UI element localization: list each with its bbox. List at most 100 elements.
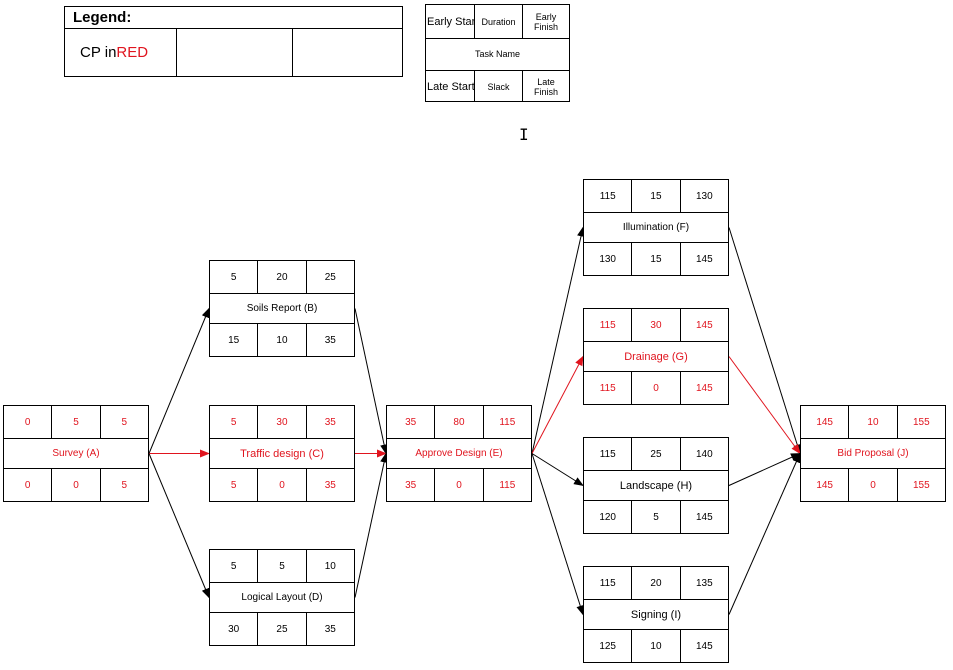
- task-name: Signing (I): [630, 608, 682, 621]
- slack-value: 15: [631, 243, 679, 275]
- arrow-a-to-d: [148, 453, 210, 599]
- early-start-value: 145: [816, 416, 833, 428]
- early-finish-value: 5: [99, 406, 148, 438]
- legend-cp-prefix: CP in: [80, 44, 117, 61]
- early-finish-value: 155: [896, 406, 945, 438]
- slack-value: 0: [848, 469, 896, 501]
- arrow-b-to-e: [354, 308, 389, 455]
- arrow-g-to-j: [728, 356, 801, 455]
- late-start-value: 125: [599, 640, 616, 652]
- late-start-value: 5: [230, 479, 237, 491]
- legend-title: Legend:: [65, 7, 402, 29]
- legend-critical-path-text: CP inRED: [65, 29, 176, 77]
- task-name: Drainage (G): [624, 350, 688, 363]
- early-start-value: 115: [599, 448, 616, 460]
- duration-value: 5: [51, 406, 99, 438]
- late-finish-value: 35: [305, 324, 354, 356]
- early-start-value: 115: [599, 319, 616, 331]
- duration-value: 30: [257, 406, 305, 438]
- task-name: Logical Layout (D): [241, 592, 323, 603]
- duration-value: 20: [257, 261, 305, 293]
- late-start-value: 115: [599, 382, 616, 394]
- arrow-e-to-f: [531, 226, 585, 454]
- late-start-value: 35: [405, 479, 417, 491]
- duration-value: 10: [848, 406, 896, 438]
- early-finish-value: 140: [679, 438, 728, 470]
- arrow-e-to-i: [531, 453, 585, 616]
- duration-value: 30: [631, 309, 679, 341]
- arrow-f-to-j: [728, 227, 802, 455]
- duration-value: 5: [257, 550, 305, 582]
- late-finish-value: 145: [679, 501, 728, 533]
- duration-value: 15: [631, 180, 679, 212]
- slack-value: 0: [257, 469, 305, 501]
- key-task-name: Task Name: [474, 49, 520, 59]
- duration-value: 80: [434, 406, 482, 438]
- arrow-e-to-g: [531, 355, 584, 454]
- arrow-e-to-h: [531, 453, 584, 487]
- late-finish-value: 35: [305, 613, 354, 645]
- early-start-value: 5: [230, 560, 237, 572]
- early-start-value: 115: [599, 190, 616, 202]
- late-finish-value: 145: [679, 630, 728, 662]
- task-name: Traffic design (C): [240, 447, 324, 460]
- key-early-finish: Early Finish: [522, 5, 569, 38]
- key-late-start: Late Start: [427, 80, 474, 93]
- early-finish-value: 130: [679, 180, 728, 212]
- duration-value: 20: [631, 567, 679, 599]
- key-slack: Slack: [474, 71, 522, 102]
- arrow-d-to-e: [354, 452, 389, 598]
- legend-box: Legend: CP inRED: [64, 6, 403, 77]
- slack-value: 10: [631, 630, 679, 662]
- task-name: Soils Report (B): [246, 303, 318, 314]
- late-start-value: 15: [228, 334, 240, 346]
- early-start-value: 0: [24, 416, 31, 428]
- task-name: Illumination (F): [622, 222, 690, 233]
- early-finish-value: 10: [305, 550, 354, 582]
- arrow-h-to-j: [728, 453, 801, 486]
- task-name: Landscape (H): [619, 479, 693, 492]
- task-name: Bid Proposal (J): [837, 448, 909, 459]
- early-start-value: 5: [230, 416, 237, 428]
- early-finish-value: 135: [679, 567, 728, 599]
- late-finish-value: 35: [305, 469, 354, 501]
- early-finish-value: 145: [679, 309, 728, 341]
- slack-value: 0: [51, 469, 99, 501]
- late-start-value: 120: [599, 511, 616, 523]
- key-duration: Duration: [474, 5, 522, 38]
- legend-empty-cell: [177, 29, 293, 77]
- late-finish-value: 115: [482, 469, 531, 501]
- slack-value: 0: [631, 372, 679, 404]
- early-start-value: 35: [405, 416, 417, 428]
- early-finish-value: 115: [482, 406, 531, 438]
- late-finish-value: 155: [896, 469, 945, 501]
- arrow-i-to-j: [728, 452, 801, 615]
- legend-cp-red-word: RED: [116, 44, 149, 61]
- key-late-finish: Late Finish: [522, 71, 569, 102]
- early-finish-value: 25: [305, 261, 354, 293]
- legend-critical-path-cell: CP inRED: [65, 29, 177, 77]
- late-start-value: 145: [816, 479, 833, 491]
- late-start-value: 30: [228, 623, 240, 635]
- slack-value: 25: [257, 613, 305, 645]
- slack-value: 0: [434, 469, 482, 501]
- arrow-a-to-b: [148, 307, 210, 454]
- slack-value: 10: [257, 324, 305, 356]
- early-finish-value: 35: [305, 406, 354, 438]
- key-early-start: Early Start: [427, 15, 474, 28]
- duration-value: 25: [631, 438, 679, 470]
- late-start-value: 0: [24, 479, 31, 491]
- task-name: Survey (A): [52, 448, 100, 459]
